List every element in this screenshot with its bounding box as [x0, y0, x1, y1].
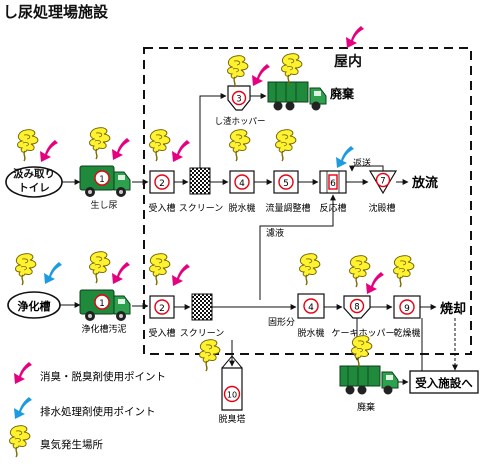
legend-odor-label: 臭気発生場所 — [40, 438, 103, 451]
pink-arrow-icon — [346, 26, 364, 48]
odor-cloud-icon — [228, 128, 251, 162]
dump-truck-icon — [339, 365, 399, 395]
settling-label: 沈殿槽 — [368, 202, 395, 214]
pink-arrow-icon — [112, 262, 130, 284]
legend-pink-label: 消臭・脱臭剤使用ポイント — [40, 370, 166, 383]
receiving-top-num: 2 — [159, 179, 165, 189]
legend-blue-arrow-icon — [14, 397, 32, 419]
step-1-num: 1 — [99, 175, 105, 185]
odor-cloud-icon — [350, 334, 373, 368]
odor-cloud-icon — [14, 252, 37, 286]
pink-arrow-icon — [252, 64, 270, 86]
odor-cloud-icon — [88, 126, 111, 160]
odor-cloud-icon — [148, 252, 171, 286]
flow-adjust-num: 5 — [283, 179, 289, 189]
waste-top-label: 廃棄 — [330, 86, 355, 101]
step-1b-num: 1 — [99, 299, 105, 309]
deodor-tower-label: 脱臭塔 — [218, 413, 245, 425]
return-label: 返送 — [353, 157, 371, 169]
receiving-bottom-label: 受入槽 — [148, 327, 175, 339]
dewater-top-label: 脱水機 — [228, 202, 255, 214]
source-toilet-label-line2: トイレ — [18, 182, 50, 194]
odor-cloud-icon — [16, 128, 39, 162]
blue-arrow-icon — [336, 146, 354, 168]
screen-bottom — [191, 293, 213, 321]
pink-arrow-icon — [40, 140, 58, 162]
discharge-label: 放流 — [411, 175, 438, 191]
page-title: し尿処理場施設 — [3, 3, 109, 21]
deodor-tower-num: 10 — [227, 391, 237, 400]
dryer-num: 9 — [404, 304, 410, 314]
pink-arrow-icon — [172, 140, 190, 162]
source-toilet-label-line1: 汲み取り — [13, 167, 55, 180]
residue-hopper-num: 3 — [236, 95, 241, 105]
truck-bottom-label: 浄化槽汚泥 — [81, 323, 126, 335]
reactor-num: 6 — [330, 179, 336, 189]
residue-hopper-label: し渣ホッパー — [214, 116, 265, 127]
receiving-bottom-num: 2 — [159, 304, 165, 314]
flow-adjust-label: 流量調整槽 — [265, 202, 310, 214]
screen-top-label: スクリーン — [179, 203, 224, 214]
incinerate-label: 焼却 — [440, 301, 466, 317]
odor-cloud-icon — [88, 250, 111, 284]
indoor-label: 屋内 — [334, 53, 362, 70]
cake-hopper-num: 8 — [354, 303, 359, 313]
step-1-marker — [94, 170, 110, 186]
odor-cloud-icon — [348, 254, 371, 288]
filtrate-label: 濾液 — [266, 227, 284, 239]
pink-arrow-icon — [172, 264, 190, 286]
cake-hopper-label: ケーキホッパー — [331, 328, 394, 339]
waste-bottom-label: 廃棄 — [357, 401, 375, 413]
receiving-facility-box — [409, 370, 479, 394]
receiving-top-label: 受入槽 — [148, 202, 175, 214]
truck-top-label: 生し尿 — [90, 199, 117, 211]
odor-cloud-icon — [280, 52, 303, 86]
dewater-bottom-label: 脱水機 — [297, 327, 324, 339]
legend-pink-arrow-icon — [14, 362, 32, 384]
dewater-bottom-num: 4 — [308, 303, 314, 313]
screen-top — [189, 167, 211, 195]
odor-cloud-icon — [392, 254, 415, 288]
pink-arrow-icon — [366, 272, 384, 294]
odor-cloud-icon — [148, 128, 171, 162]
source-septic-label: 浄化槽 — [18, 299, 51, 313]
pink-arrow-icon — [112, 138, 130, 160]
dump-truck-icon — [267, 81, 327, 111]
dryer-label: 乾燥機 — [393, 327, 420, 339]
odor-cloud-icon — [198, 338, 221, 372]
legend-odor-cloud-icon — [8, 424, 31, 458]
odor-cloud-icon — [298, 252, 321, 286]
facility-label: 受入施設へ — [415, 376, 473, 390]
solids-label: 固形分 — [268, 316, 295, 328]
screen-bottom-label: スクリーン — [180, 328, 225, 339]
settling-num: 7 — [380, 177, 385, 187]
indoor-boundary — [143, 47, 472, 355]
legend-blue-label: 排水処理剤使用ポイント — [40, 405, 156, 418]
odor-cloud-icon — [226, 54, 249, 88]
dewater-top-num: 4 — [239, 179, 245, 189]
blue-arrow-icon — [44, 262, 62, 284]
odor-cloud-icon — [274, 128, 297, 162]
